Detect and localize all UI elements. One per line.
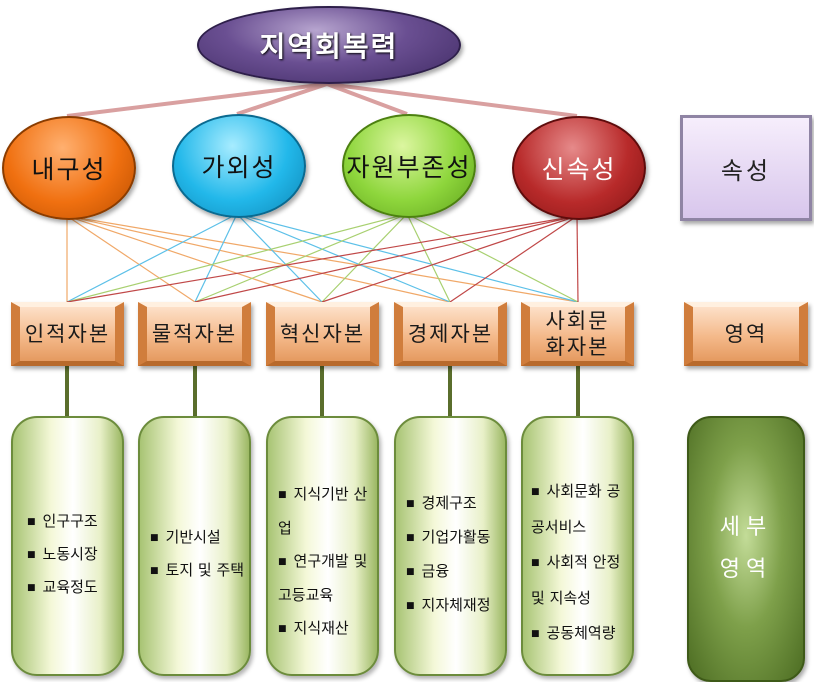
- legend-detail-box: 세부 영역: [687, 416, 805, 682]
- detail-item: ■사회적 안정 및 지속성: [531, 553, 621, 607]
- detail-item: ■공동체역량: [531, 624, 616, 642]
- bullet-icon: ■: [150, 533, 159, 543]
- capital-box-sociocultural: 사회문화자본: [521, 302, 634, 366]
- capital-label: 혁신자본: [279, 322, 366, 346]
- bullet-icon: ■: [406, 499, 415, 509]
- detail-item: ■지식재산: [278, 619, 349, 637]
- attribute-label: 가외성: [201, 153, 277, 182]
- bullet-icon: ■: [278, 557, 287, 567]
- title-connector: [326, 82, 408, 116]
- capital-label: 물적자본: [151, 322, 238, 346]
- attribute-node-resourcefulness: 자원부존성: [342, 114, 476, 218]
- legend-attribute-box: 속성: [680, 115, 812, 221]
- detail-item: ■인구구조: [27, 512, 98, 530]
- attribute-label: 자원부존성: [346, 153, 472, 182]
- detail-box-physical: ■기반시설 ■토지 및 주택: [138, 416, 251, 676]
- detail-item: ■노동시장: [27, 545, 98, 563]
- detail-item: ■금융: [406, 562, 450, 580]
- capital-box-human: 인적자본: [11, 302, 124, 366]
- title-text: 지역회복력: [259, 30, 399, 63]
- detail-box-innovation: ■지식기반 산업 ■연구개발 및 고등교육 ■지식재산: [266, 416, 379, 676]
- attribute-node-rapidity: 신속성: [512, 116, 646, 220]
- capital-box-physical: 물적자본: [138, 302, 251, 366]
- bullet-icon: ■: [531, 629, 540, 639]
- legend-domain-box: 영역: [684, 302, 808, 366]
- capital-label: 경제자본: [407, 322, 494, 346]
- detail-box-human: ■인구구조 ■노동시장 ■교육정도: [11, 416, 124, 676]
- bullet-icon: ■: [27, 583, 36, 593]
- bullet-icon: ■: [406, 601, 415, 611]
- bullet-icon: ■: [150, 566, 159, 576]
- stem-lines: [65, 366, 580, 416]
- detail-item: ■연구개발 및 고등교육: [278, 552, 368, 604]
- legend-domain-label: 영역: [724, 322, 768, 346]
- detail-item: ■지식기반 산업: [278, 485, 368, 537]
- bullet-icon: ■: [27, 517, 36, 527]
- capital-box-economic: 경제자본: [394, 302, 507, 366]
- legend-detail-label: 세부 영역: [719, 515, 773, 582]
- capital-box-innovation: 혁신자본: [266, 302, 379, 366]
- detail-item: ■경제구조: [406, 494, 477, 512]
- detail-item: ■기반시설: [150, 528, 221, 546]
- title-node: 지역회복력: [197, 6, 461, 84]
- attr-2-links: [66, 213, 579, 303]
- detail-item: ■지자체재정: [406, 596, 491, 614]
- bullet-icon: ■: [531, 558, 540, 568]
- detail-item: ■기업가활동: [406, 528, 491, 546]
- attribute-label: 신속성: [541, 155, 617, 184]
- capital-label: 사회문화자본: [545, 309, 610, 359]
- title-connector: [66, 82, 328, 118]
- bullet-icon: ■: [531, 487, 540, 497]
- detail-item: ■교육정도: [27, 578, 98, 596]
- legend-attribute-label: 속성: [720, 156, 772, 185]
- title-connector: [326, 82, 578, 118]
- bullet-icon: ■: [27, 550, 36, 560]
- bullet-icon: ■: [406, 533, 415, 543]
- attribute-node-redundancy: 가외성: [172, 114, 306, 218]
- bullet-icon: ■: [406, 567, 415, 577]
- capital-label: 인적자본: [24, 322, 111, 346]
- detail-box-economic: ■경제구조 ■기업가활동 ■금융 ■지자체재정: [394, 416, 507, 676]
- attr-4-links: [66, 215, 579, 303]
- title-connector: [236, 82, 328, 116]
- bullet-icon: ■: [278, 490, 287, 500]
- bullet-icon: ■: [278, 624, 287, 634]
- attr-3-links: [66, 213, 579, 303]
- detail-item: ■사회문화 공공서비스: [531, 482, 621, 536]
- attribute-node-durability: 내구성: [2, 116, 136, 220]
- detail-item: ■토지 및 주택: [150, 561, 245, 579]
- attribute-label: 내구성: [31, 155, 107, 184]
- detail-box-sociocultural: ■사회문화 공공서비스 ■사회적 안정 및 지속성 ■공동체역량: [521, 416, 634, 676]
